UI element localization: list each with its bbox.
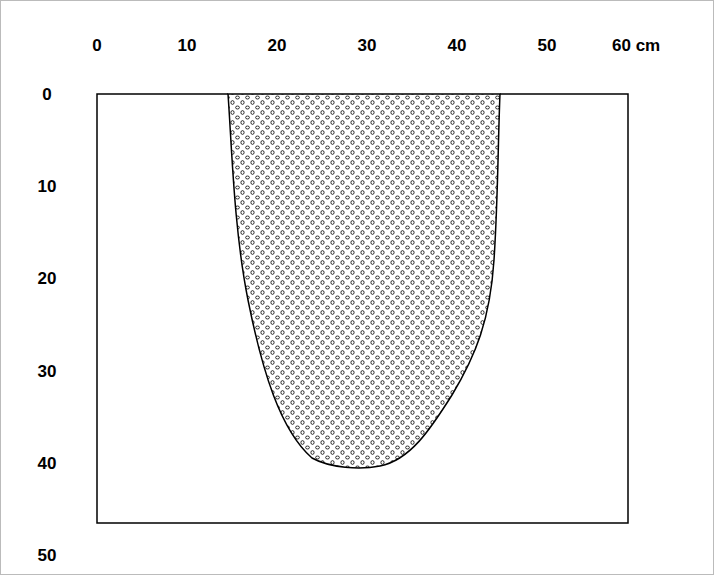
axis-number: 20 xyxy=(268,37,287,54)
axis-number: 20 xyxy=(38,270,57,287)
axis-number: 0 xyxy=(92,37,101,54)
axis-number: 30 xyxy=(358,37,377,54)
axis-number: 60 cm xyxy=(612,37,660,54)
axis-number: 50 xyxy=(538,37,557,54)
pit-fill xyxy=(228,94,500,468)
axis-number: 40 xyxy=(38,455,57,472)
axis-number: 50 xyxy=(38,547,57,564)
trench-outline xyxy=(97,94,628,523)
axis-number: 30 xyxy=(38,363,57,380)
axis-number: 40 xyxy=(448,37,467,54)
axis-number: 0 xyxy=(42,86,51,103)
axis-number: 10 xyxy=(38,178,57,195)
axis-number: 10 xyxy=(178,37,197,54)
